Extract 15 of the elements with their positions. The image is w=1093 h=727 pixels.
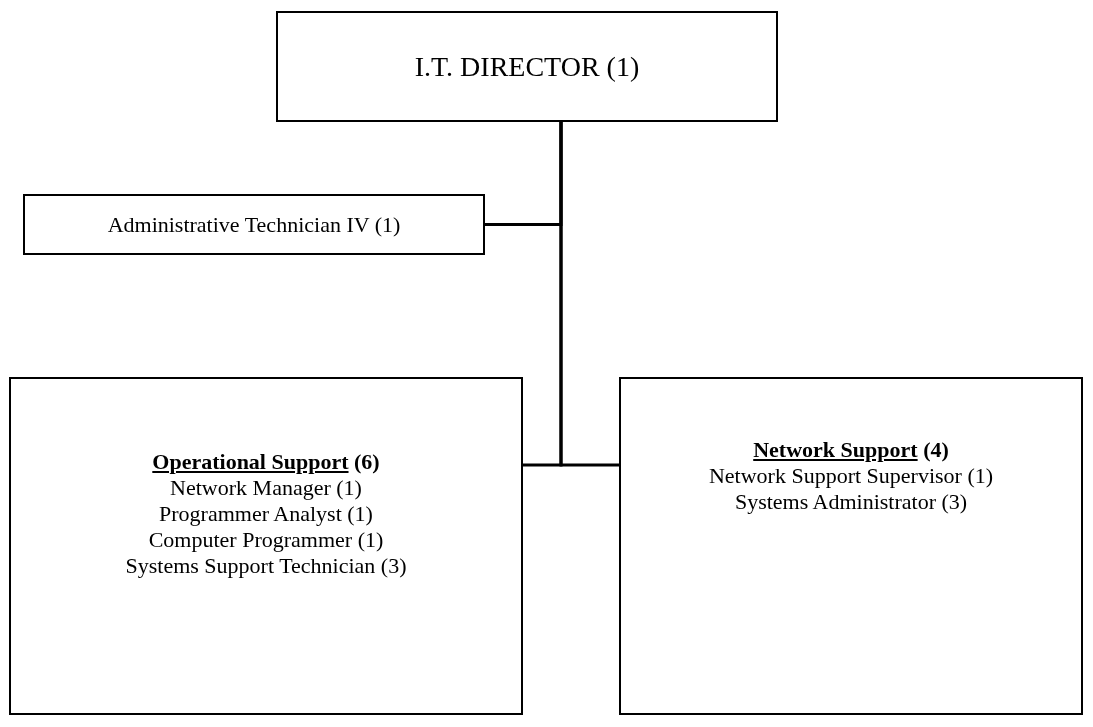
director-box <box>276 11 778 122</box>
department-box <box>9 377 523 715</box>
position-title: I.T. DIRECTOR (1) <box>414 53 640 80</box>
position-title: Programmer Analyst (1) <box>159 501 373 527</box>
position-title: Network Support Supervisor (1) <box>708 463 994 489</box>
position-title: Administrative Technician IV (1) <box>107 211 401 238</box>
department-box <box>619 377 1083 715</box>
position-title: Network Manager (1) <box>170 475 362 501</box>
admin-box <box>23 194 485 255</box>
department-heading: Network Support (4) <box>753 437 949 463</box>
connector-line <box>559 122 619 467</box>
position-title: Systems Support Technician (3) <box>125 553 407 579</box>
position-title: Systems Administrator (3) <box>734 489 968 515</box>
position-title: Computer Programmer (1) <box>148 527 384 553</box>
department-heading: Operational Support (6) <box>152 449 380 475</box>
